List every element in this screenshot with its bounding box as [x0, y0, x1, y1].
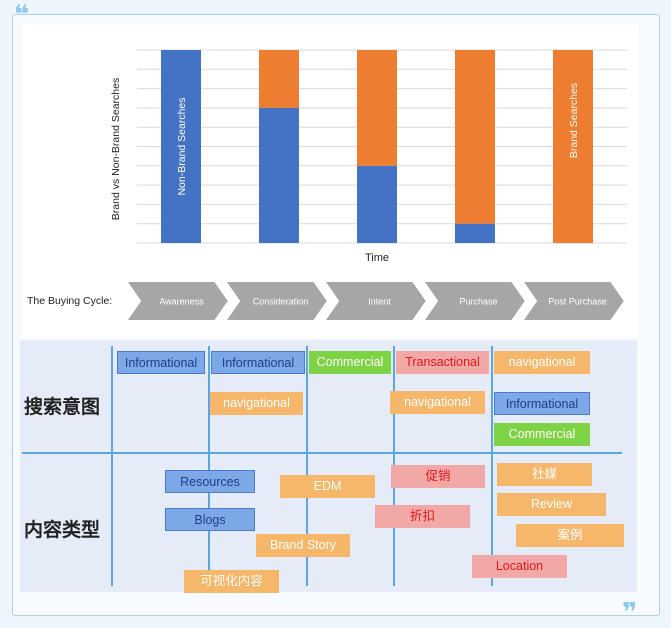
- open-quote-icon: ❝: [14, 0, 30, 30]
- y-axis-label: Brand vs Non-Brand Searches: [110, 78, 122, 220]
- intent-tag-navigational-3: navigational: [390, 391, 485, 414]
- chart-panel: Non-Brand Searches Brand Searches Brand v…: [22, 24, 638, 338]
- matrix-row-divider: [22, 452, 622, 454]
- row-label-search-intent: 搜索意图: [24, 396, 101, 418]
- buying-cycle-stage-2: [322, 280, 429, 322]
- buying-cycle-stage-4: [520, 280, 627, 322]
- buying-cycle-chevrons: Awareness Consideration Intent Purchase Post…: [124, 280, 627, 322]
- matrix-col-divider-2: [208, 346, 210, 586]
- intent-tag-transactional: Transactional: [396, 351, 489, 374]
- x-axis-label: Time: [365, 252, 389, 264]
- content-tag-social-media: 社媒: [497, 463, 592, 486]
- matrix-col-divider-3: [306, 346, 308, 586]
- intent-tag-navigational: navigational: [494, 351, 590, 374]
- matrix-col-divider-5: [491, 346, 493, 586]
- bar-segment-non-brand: [161, 50, 201, 243]
- matrix-col-divider-1: [111, 346, 113, 586]
- bar-segment-non-brand: [357, 165, 397, 243]
- intent-tag-informational-2: Informational: [211, 351, 305, 374]
- bar-segment-brand: [455, 50, 495, 224]
- buying-cycle-stage-label: Consideration: [253, 297, 309, 307]
- close-quote-icon: ❞: [622, 598, 638, 628]
- content-tag-review: Review: [497, 493, 606, 516]
- bar-label-brand: Brand Searches: [568, 83, 580, 158]
- intent-tag-informational-3: Informational: [494, 392, 590, 415]
- buying-cycle-stage-label: Post Purchase: [548, 297, 607, 307]
- intent-tag-navigational-2: navigational: [210, 392, 303, 415]
- content-tag-case-study: 案例: [516, 524, 624, 547]
- intent-tag-informational: Informational: [117, 351, 205, 374]
- bar-segment-brand: [259, 50, 299, 108]
- buying-cycle-stage-label: Purchase: [459, 297, 497, 307]
- chart-bars: [161, 50, 593, 244]
- content-tag-edm: EDM: [280, 475, 375, 498]
- buying-cycle-stage-0: [124, 280, 231, 322]
- intent-tag-commercial-2: Commercial: [494, 423, 590, 446]
- buying-cycle-stage-label: Intent: [368, 297, 391, 307]
- chart-bar-labels: Non-Brand Searches Brand Searches: [176, 83, 580, 196]
- buying-cycle-stage-label: Awareness: [159, 297, 204, 307]
- buying-cycle-label: The Buying Cycle:: [27, 295, 112, 307]
- content-tag-resources: Resources: [165, 470, 255, 493]
- intent-tag-commercial: Commercial: [309, 351, 391, 374]
- bar-segment-brand: [553, 50, 593, 243]
- content-tag-visual-content: 可视化内容: [184, 570, 279, 593]
- bar-label-non-brand: Non-Brand Searches: [176, 97, 188, 195]
- content-tag-brand-story: Brand Story: [256, 534, 350, 557]
- content-tag-blogs: Blogs: [165, 508, 255, 531]
- row-label-content-type: 内容类型: [24, 519, 101, 541]
- bar-segment-brand: [357, 50, 397, 166]
- content-tag-promotion: 促销: [391, 465, 485, 488]
- stacked-bar-chart: Non-Brand Searches Brand Searches Brand v…: [27, 49, 627, 322]
- buying-cycle-stage-1: [223, 280, 330, 322]
- content-tag-location: Location: [472, 555, 567, 578]
- content-tag-discount: 折扣: [375, 505, 470, 528]
- bar-segment-non-brand: [259, 107, 299, 244]
- buying-cycle-stage-3: [421, 280, 528, 322]
- bar-segment-non-brand: [455, 223, 495, 243]
